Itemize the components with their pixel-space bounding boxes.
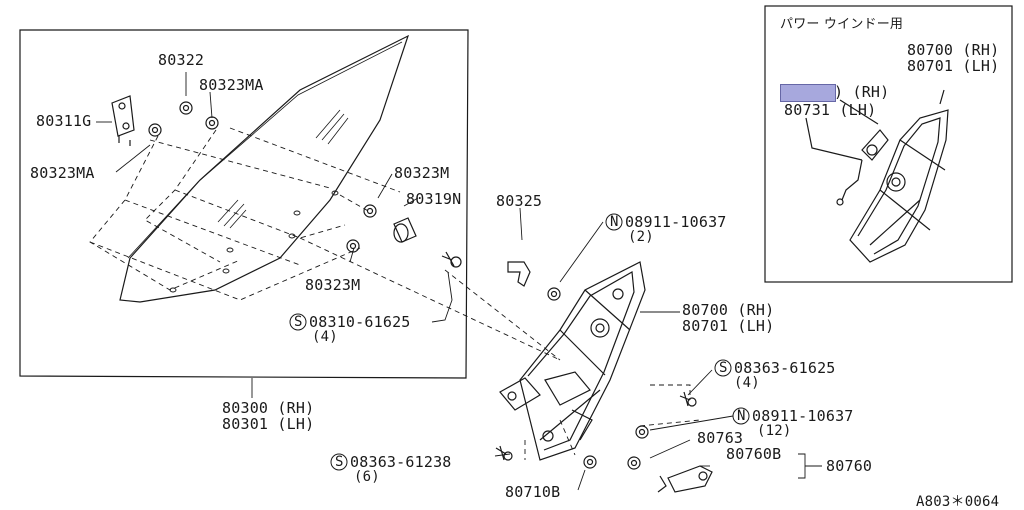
part-label-80701-lh[interactable]: 80701 (LH) (682, 317, 775, 335)
inset-title: パワー ウインドー用 (780, 17, 904, 32)
part-label-80323ma[interactable]: 80323MA (30, 164, 95, 182)
n-mark: N (737, 408, 746, 424)
inset-part-label-80731-lh[interactable]: 80731 (LH) (784, 101, 877, 119)
inset-part-label-80701-lh[interactable]: 80701 (LH) (907, 57, 1000, 75)
quantity-label: (12) (757, 423, 792, 439)
figure-code: A803＊0064 (916, 494, 1000, 510)
part-label-80760b[interactable]: 80760B (726, 445, 782, 463)
s-mark: S (335, 454, 344, 470)
part-label-08911-10637[interactable]: 08911-10637 (625, 213, 727, 231)
part-label-80319n[interactable]: 80319N (406, 190, 462, 208)
part-label-80311g[interactable]: 80311G (36, 112, 92, 130)
part-label-08310-61625[interactable]: 08310-61625 (309, 313, 411, 331)
inset-part-label-80700-rh[interactable]: 80700 (RH) (907, 41, 1000, 59)
part-label-08911-10637[interactable]: 08911-10637 (752, 407, 854, 425)
part-label-80323m[interactable]: 80323M (305, 276, 361, 294)
part-label-80763[interactable]: 80763 (697, 429, 744, 447)
glass-group-frame (19, 29, 469, 379)
n-mark: N (610, 214, 619, 230)
part-label-80323m[interactable]: 80323M (394, 164, 450, 182)
inset-frame (764, 5, 1013, 283)
part-label-08363-61238[interactable]: 08363-61238 (350, 453, 452, 471)
part-label-80710b[interactable]: 80710B (505, 483, 561, 501)
part-label-80322[interactable]: 80322 (158, 51, 205, 69)
quantity-label: (6) (354, 469, 380, 485)
s-mark: S (294, 314, 303, 330)
highlighted-part-number[interactable] (780, 84, 836, 102)
part-label-80760[interactable]: 80760 (826, 457, 873, 475)
part-label-80301-lh[interactable]: 80301 (LH) (222, 415, 315, 433)
part-label-08363-61625[interactable]: 08363-61625 (734, 359, 836, 377)
part-label-80325[interactable]: 80325 (496, 192, 543, 210)
quantity-label: (2) (628, 229, 654, 245)
part-label-80323ma[interactable]: 80323MA (199, 76, 264, 94)
door-glass (119, 34, 410, 303)
quantity-label: (4) (312, 329, 338, 345)
inset-rh-suffix: ) (RH) (834, 83, 890, 101)
s-mark: S (719, 360, 728, 376)
part-label-80300-rh[interactable]: 80300 (RH) (222, 399, 315, 417)
quantity-label: (4) (734, 375, 760, 391)
part-label-80700-rh[interactable]: 80700 (RH) (682, 301, 775, 319)
